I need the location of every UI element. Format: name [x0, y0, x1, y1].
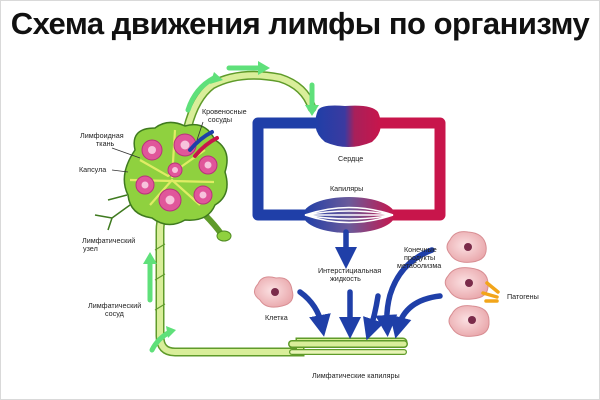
label-capsule: Капсула: [79, 165, 106, 174]
capillary-bed: [303, 197, 395, 233]
label-blood-vessels: Кровеносные: [202, 107, 247, 116]
pathogen-icon: [481, 281, 500, 303]
label-pointers: [111, 121, 204, 173]
label-lymph-vessel: Лимфатический: [88, 301, 141, 310]
label-lymph-node: Лимфатический: [82, 236, 135, 245]
cell-icon: [448, 305, 490, 337]
cell-icon: [446, 231, 487, 263]
label-pathogens: Патогены: [507, 292, 539, 301]
label-blood-vessels-2: сосуды: [208, 115, 232, 124]
label-lymph-node-2: узел: [83, 244, 98, 253]
cell-icon: [254, 276, 294, 308]
heart-icon: [315, 105, 381, 147]
label-metabolic: Конечные: [404, 245, 437, 254]
label-lymph-vessel-2: сосуд: [105, 309, 125, 318]
cell-icon: [444, 267, 489, 300]
label-interstitial: Интерстициальная: [318, 266, 381, 275]
label-cell: Клетка: [265, 313, 288, 322]
label-lymphoid-tissue-2: ткань: [96, 139, 115, 148]
fluid-arrows: [297, 229, 443, 341]
blood-vessels-node: [188, 130, 219, 158]
label-metabolic-2: продукты: [404, 253, 435, 262]
label-capillaries: Капиляры: [330, 184, 363, 193]
label-interstitial-2: жидкость: [330, 274, 361, 283]
lymph-capillary-tube: [288, 340, 408, 355]
label-metabolic-3: метаболизма: [397, 261, 441, 270]
flow-arrow-heads: [143, 61, 319, 338]
labels: Лимфоидная ткань Капсула Лимфатический у…: [79, 107, 539, 380]
blood-circulation: [252, 117, 446, 221]
page-title: Схема движения лимфы по организму: [10, 6, 590, 41]
label-lymphoid-tissue: Лимфоидная: [80, 131, 124, 140]
label-heart: Сердце: [338, 154, 363, 163]
label-lymph-capillaries: Лимфатические капиляры: [312, 371, 400, 380]
